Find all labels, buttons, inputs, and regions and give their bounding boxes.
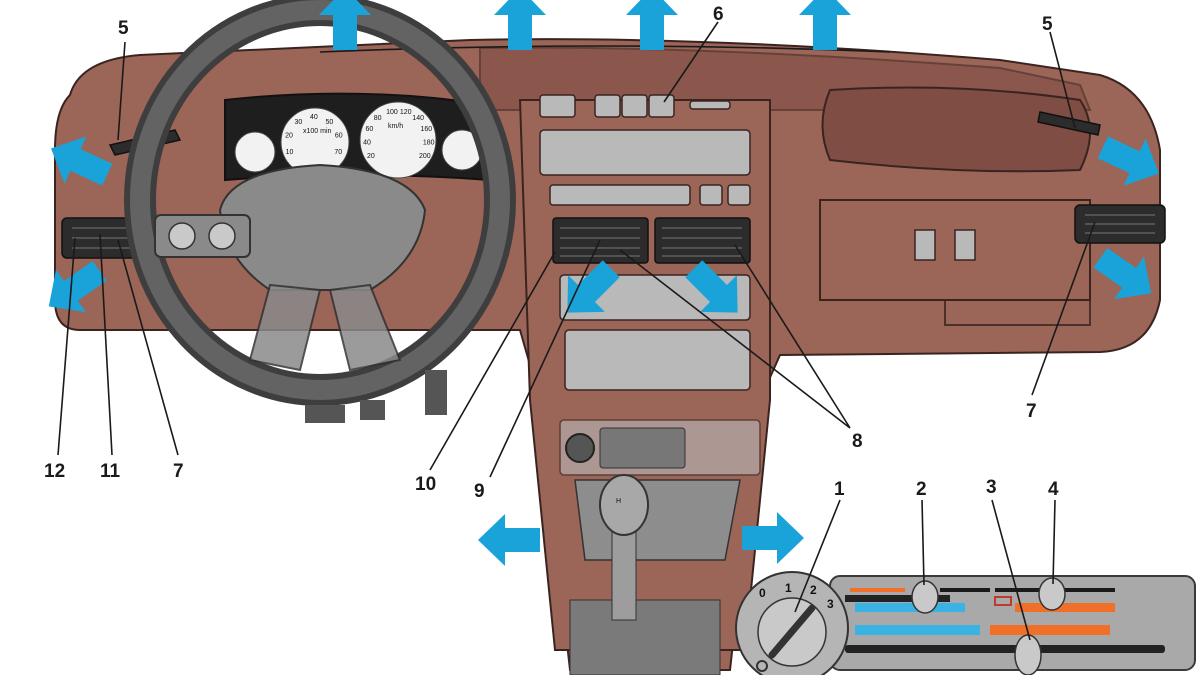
gauge-scale-mark: 60 <box>335 133 343 140</box>
speed-unit: km/h <box>388 123 403 130</box>
fan-position-1: 1 <box>785 581 792 595</box>
temperature-lever[interactable] <box>1014 634 1042 675</box>
callout-10: 10 <box>415 474 436 495</box>
steering-wheel[interactable] <box>124 0 516 423</box>
switch-button[interactable] <box>594 94 621 118</box>
recirculation-lever[interactable] <box>1038 577 1066 611</box>
gauge-scale-mark: 160 <box>421 126 433 133</box>
gauge-scale-mark: 70 <box>334 149 342 156</box>
storage-slot <box>564 329 751 391</box>
rear-defrost-icon <box>994 596 1012 606</box>
gauge-scale-mark: 20 <box>285 133 293 140</box>
cold-scale-segment <box>855 603 895 612</box>
accelerator-pedal <box>425 370 447 415</box>
lighting-knob[interactable] <box>168 222 196 250</box>
callout-12: 12 <box>44 461 65 482</box>
gauge-scale-mark: 20 <box>367 153 375 160</box>
callout-9: 9 <box>474 481 485 502</box>
speedometer <box>359 101 437 179</box>
gauge-scale-mark: 100 <box>386 109 398 116</box>
callout-labels: 5 5 6 12 11 7 7 10 9 8 1 2 3 4 <box>44 4 1059 502</box>
airflow-arrow-icon <box>685 260 738 313</box>
fan-position-2: 2 <box>810 583 817 597</box>
gear-knob[interactable] <box>599 474 649 536</box>
gauge-scale-mark: 30 <box>295 119 303 126</box>
switch-button[interactable] <box>648 94 675 118</box>
callout-1: 1 <box>834 479 845 500</box>
callout-2: 2 <box>916 479 927 500</box>
leader-lines <box>57 21 1096 641</box>
airflow-arrow-icon <box>494 0 546 50</box>
gauge-scale-mark: 10 <box>286 149 294 156</box>
callout-8: 8 <box>852 431 863 452</box>
airflow-arrows <box>48 0 1160 566</box>
hot-temp-scale <box>990 625 1110 635</box>
glovebox-switch[interactable] <box>914 229 936 261</box>
airflow-arrow-icon <box>319 0 371 50</box>
airflow-arrow-icon <box>567 260 620 313</box>
callout-6: 6 <box>713 4 724 25</box>
gauge-scale-mark: 180 <box>423 140 435 147</box>
svg-text:H: H <box>616 498 621 505</box>
callout-11: 11 <box>100 461 121 482</box>
air-distribution-lever[interactable] <box>911 580 939 614</box>
callout-3: 3 <box>986 477 997 498</box>
fan-position-3: 3 <box>827 597 834 611</box>
airflow-arrow-icon <box>626 0 678 50</box>
gauge-scale-mark: 140 <box>412 115 424 122</box>
gear-lever[interactable] <box>611 519 637 621</box>
switch-button[interactable] <box>539 94 576 118</box>
airflow-arrow-icon <box>50 136 113 186</box>
tach-unit: x100 min <box>303 128 332 135</box>
airflow-arrow-icon <box>742 512 804 564</box>
airflow-arrow-icon <box>478 514 540 566</box>
gauge-scale-mark: 200 <box>419 153 431 160</box>
gauge-scale-mark: 80 <box>374 115 382 122</box>
cold-temp-scale <box>855 625 980 635</box>
callout-7-left: 7 <box>173 461 184 482</box>
glovebox-switch[interactable] <box>954 229 976 261</box>
cigarette-lighter[interactable] <box>565 433 595 463</box>
gauge-scale-mark: 60 <box>366 126 374 133</box>
center-console: H <box>518 94 771 675</box>
callout-7-right: 7 <box>1026 401 1037 422</box>
hot-scale-segment <box>1015 603 1115 612</box>
airflow-arrow-icon <box>48 260 107 313</box>
airflow-arrow-icon <box>1093 247 1152 300</box>
gauge-scale-mark: 120 <box>400 109 412 116</box>
callout-4: 4 <box>1048 479 1059 500</box>
fan-position-0: 0 <box>759 586 766 600</box>
right-side-window-demister <box>1037 111 1101 136</box>
fan-icon <box>756 660 768 672</box>
heater-control-panel: 0 1 2 3 <box>735 571 1196 675</box>
radio-slot <box>539 129 751 176</box>
dimmer-knob[interactable] <box>208 222 236 250</box>
callout-5-left: 5 <box>118 18 129 39</box>
gauge-scale-mark: 40 <box>310 114 318 121</box>
callout-5-right: 5 <box>1042 14 1053 35</box>
airflow-arrow-icon <box>799 0 851 50</box>
airflow-arrow-icon <box>1097 136 1160 186</box>
switch-button[interactable] <box>621 94 648 118</box>
coolant-temp-gauge <box>234 131 276 173</box>
gauge-scale-mark: 40 <box>363 140 371 147</box>
gauge-scale-mark: 50 <box>326 119 334 126</box>
